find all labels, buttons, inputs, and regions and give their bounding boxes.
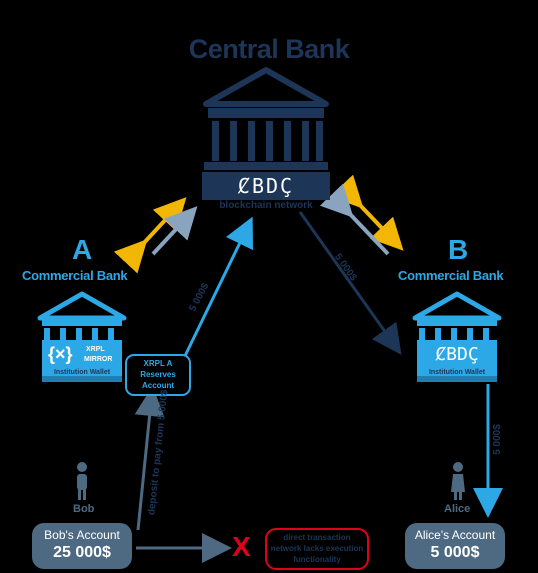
bob-account-card[interactable]: Bob's Account 25 000$ — [32, 523, 132, 569]
alice-account-card[interactable]: Alice's Account 5 000$ — [405, 523, 505, 569]
sync-arrows-right — [319, 174, 404, 256]
bank-b-building-icon — [412, 291, 502, 382]
network-label: blockchain network — [219, 200, 313, 211]
sync-arrows-left — [113, 197, 198, 274]
bob-account-amount: 25 000$ — [53, 544, 111, 561]
bank-a-building-icon — [37, 291, 127, 382]
flow-b-to-alice-label: 5 000$ — [491, 424, 503, 455]
alice-account-amount: 5 000$ — [430, 544, 480, 561]
bank-a-letter: A — [72, 234, 93, 265]
mirror-label: MIRROR — [84, 356, 113, 363]
xrpl-logo-icon: {×} — [48, 344, 73, 364]
bank-b-name: Commercial Bank — [398, 268, 504, 283]
escrow-box-text: XRPL A Reserves Account — [140, 359, 176, 390]
bob-account-label: Bob's Account — [44, 528, 120, 542]
cbdc-label: ȻBDÇ — [202, 172, 330, 200]
bank-b-cbdc-label: ȻBDÇ — [435, 344, 479, 365]
arrow-bob-to-a — [134, 386, 165, 531]
alice-account-label: Alice's Account — [414, 528, 496, 542]
alice-name: Alice — [444, 503, 471, 515]
arrow-a-to-central — [182, 216, 254, 359]
alice-person-icon — [451, 462, 465, 500]
bank-a-name: Commercial Bank — [22, 268, 128, 283]
bank-b-letter: B — [448, 234, 469, 265]
blocked-note-outline — [265, 528, 369, 570]
blocked-note-text: direct transaction network lacks executi… — [270, 533, 364, 564]
escrow-box-outline — [125, 354, 191, 396]
arrow-central-to-b — [298, 211, 402, 355]
bob-person-icon — [77, 462, 87, 500]
page-title: Central Bank — [188, 34, 350, 64]
xrpl-label: XRPL — [86, 346, 105, 353]
bank-b-wallet-label: Institution Wallet — [428, 369, 486, 376]
bob-name: Bob — [73, 503, 95, 515]
bank-a-wallet-label: Institution Wallet — [53, 369, 111, 376]
blocked-x-icon: X — [232, 531, 251, 562]
central-bank-icon — [203, 67, 329, 170]
